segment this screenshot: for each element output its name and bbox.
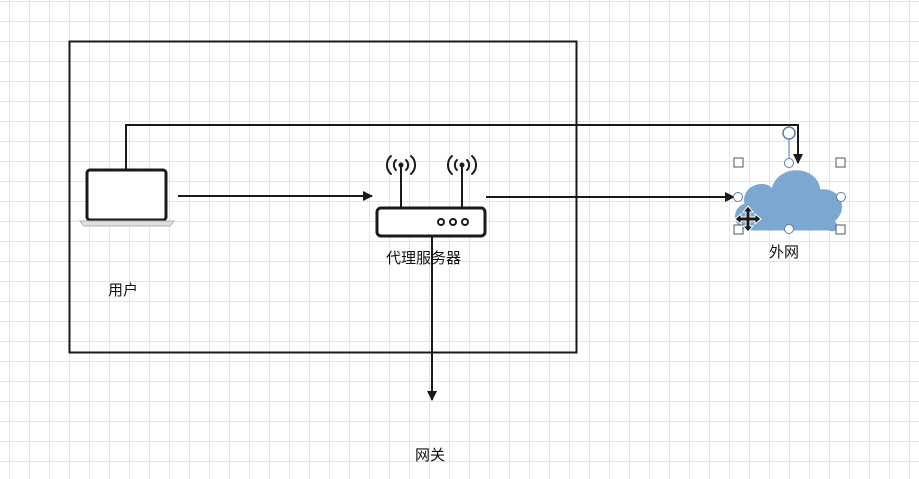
move-cursor-icon bbox=[734, 205, 762, 233]
gateway-label: 网关 bbox=[415, 446, 446, 464]
proxy-server-label: 代理服务器 bbox=[386, 249, 462, 267]
selection-handles[interactable] bbox=[733, 157, 846, 235]
edges bbox=[125, 124, 803, 401]
laptop-icon[interactable] bbox=[78, 168, 176, 227]
user-label: 用户 bbox=[108, 281, 139, 299]
rotate-handle[interactable] bbox=[782, 126, 796, 158]
cloud-icon[interactable] bbox=[735, 170, 842, 232]
internet-label: 外网 bbox=[769, 243, 800, 261]
router-icon[interactable] bbox=[375, 155, 487, 238]
edge-user-to-internet[interactable] bbox=[125, 124, 803, 169]
